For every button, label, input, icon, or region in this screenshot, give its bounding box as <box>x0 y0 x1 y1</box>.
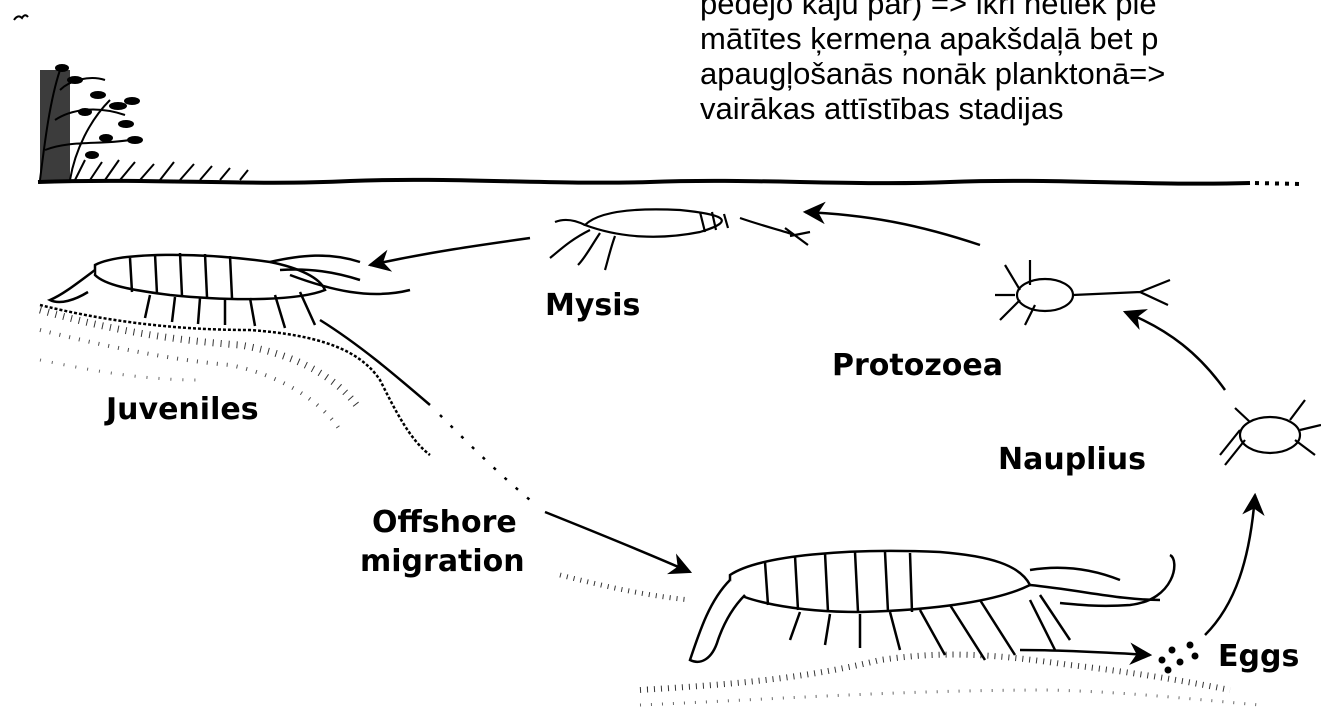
arrow-eggs-to-nauplius <box>1205 495 1255 635</box>
label-migration: migration <box>360 545 525 579</box>
water-surface-line <box>38 180 1250 184</box>
arrow-protozoea-to-mysis <box>805 212 980 245</box>
nauplius-larva-illustration <box>1220 400 1321 465</box>
arrow-juveniles-offshore-solid <box>320 320 430 405</box>
mysis-larva-illustration <box>550 209 810 270</box>
label-mysis: Mysis <box>545 289 640 323</box>
arrow-mysis-to-juveniles <box>370 238 530 265</box>
corner-mark <box>14 15 28 20</box>
caption-line-3: apaugļošanās nonāk planktonā=> <box>700 56 1321 91</box>
eggs-cluster-illustration <box>1159 642 1199 674</box>
arrow-adult-to-eggs <box>1020 650 1150 655</box>
arrow-nauplius-side-curve <box>1060 555 1174 606</box>
juvenile-shrimp-illustration <box>50 253 410 328</box>
arrow-juveniles-offshore-dashed <box>440 415 530 500</box>
caption-line-1: pēdējo kāju pār) => ikri netiek pie <box>700 0 1321 21</box>
water-surface-dots <box>1255 183 1300 184</box>
label-protozoea: Protozoea <box>832 349 1003 383</box>
arrow-offshore-to-adult <box>545 512 690 572</box>
arrow-nauplius-to-protozoea <box>1125 312 1225 390</box>
caption-line-4: vairākas attīstības stadijas <box>700 91 1321 126</box>
left-seabed-illustration <box>40 305 430 455</box>
protozoea-larva-illustration <box>995 260 1170 325</box>
shore-plant-illustration <box>40 64 248 180</box>
caption-line-2: mātītes ķermeņa apakšdaļā bet p <box>700 21 1321 56</box>
label-juveniles: Juveniles <box>106 393 259 427</box>
caption-text-block: pēdējo kāju pār) => ikri netiek pie mātī… <box>700 0 1321 126</box>
label-offshore: Offshore <box>372 506 517 540</box>
label-nauplius: Nauplius <box>998 443 1146 477</box>
label-eggs: Eggs <box>1218 640 1299 674</box>
